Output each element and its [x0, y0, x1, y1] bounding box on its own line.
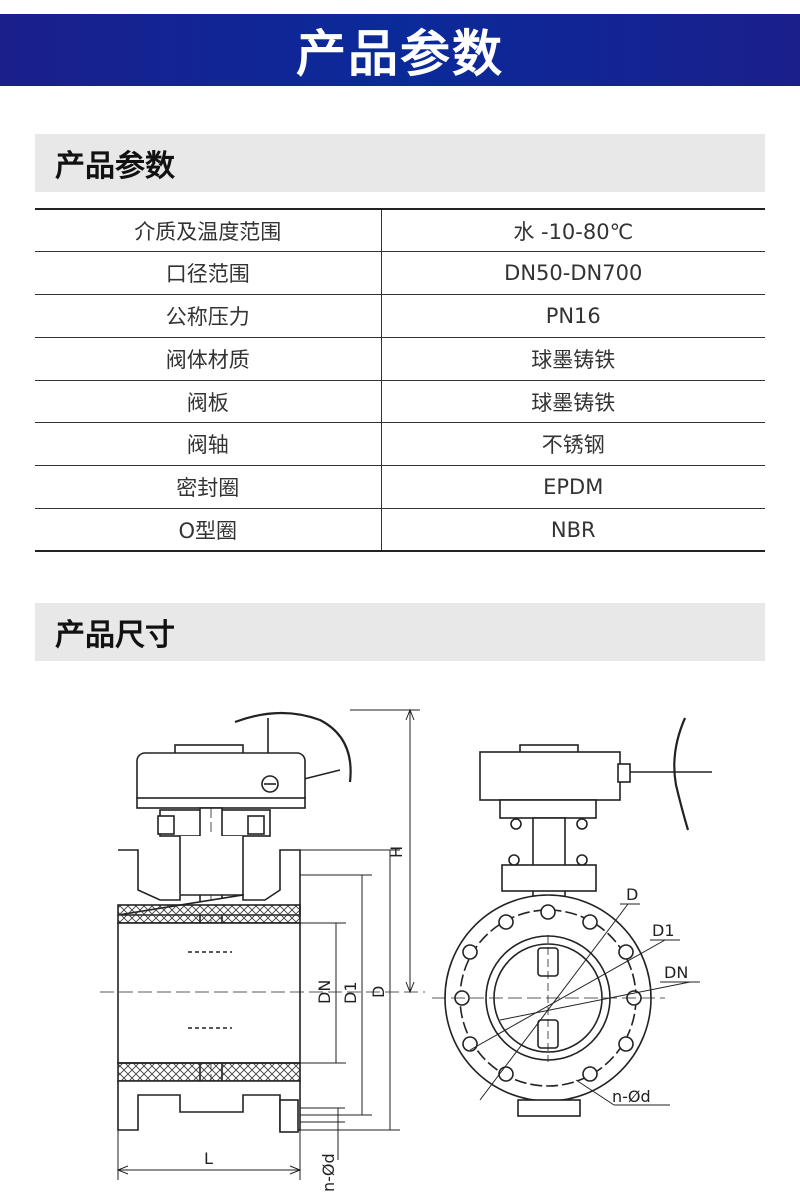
- label-D: D: [369, 986, 388, 998]
- section-title-dimensions: 产品尺寸: [55, 618, 175, 653]
- side-dimension-text: H D D1 DN L n-Ød: [204, 846, 406, 1192]
- spec-value: EPDM: [381, 465, 765, 510]
- spec-value: 球墨铸铁: [381, 337, 765, 381]
- spec-value: DN50-DN700: [381, 251, 765, 296]
- label-front-D: D: [626, 885, 638, 904]
- spec-key: 阀板: [35, 380, 382, 424]
- banner-title: 产品参数: [296, 25, 504, 83]
- spec-value: NBR: [550, 517, 596, 542]
- spec-value: 球墨铸铁: [381, 380, 765, 424]
- table-row: 口径范围 DN50-DN700: [35, 251, 765, 296]
- spec-key: 密封圈: [35, 465, 382, 510]
- spec-key: 介质及温度范围: [35, 209, 382, 253]
- spec-key: O型圈: [35, 508, 382, 552]
- label-H: H: [387, 846, 406, 858]
- section-title-params: 产品参数: [55, 149, 175, 184]
- spec-value: 水 -10-80℃: [381, 209, 765, 253]
- table-row: O型圈 NBR: [35, 508, 765, 552]
- spec-key: 公称压力: [35, 294, 382, 338]
- section-header-params: 产品参数: [35, 134, 765, 192]
- table-row: 密封圈 EPDM: [35, 465, 765, 510]
- label-front-DN: DN: [664, 963, 688, 982]
- spec-table: 介质及温度范围 水 -10-80℃ 口径范围 DN50-DN700 公称压力 P…: [35, 208, 765, 553]
- spec-value: PN16: [381, 294, 765, 338]
- section-header-dimensions: 产品尺寸: [35, 603, 765, 661]
- table-row: 介质及温度范围 水 -10-80℃: [35, 209, 765, 253]
- spec-value: 不锈钢: [381, 422, 765, 467]
- title-banner: 产品参数: [0, 14, 800, 86]
- valve-drawing-svg: H D D1 DN L n-Ød: [100, 708, 712, 1192]
- label-front-nd: n-Ød: [612, 1087, 651, 1106]
- front-dimension-text: D D1 DN n-Ød: [612, 885, 688, 1106]
- front-dimension-lines: [469, 903, 700, 1106]
- label-DN: DN: [315, 980, 334, 1004]
- table-row: 公称压力 PN16: [35, 294, 765, 338]
- label-front-D1: D1: [652, 921, 675, 940]
- label-D1: D1: [341, 982, 360, 1005]
- side-view: [100, 711, 425, 1133]
- table-row: 阀板 球墨铸铁: [35, 380, 765, 424]
- label-L: L: [204, 1149, 213, 1168]
- spec-key: 阀轴: [35, 422, 382, 467]
- side-dimension-lines: [116, 708, 420, 1180]
- dimension-drawing: H D D1 DN L n-Ød: [0, 690, 800, 1195]
- table-row: 阀轴 不锈钢: [35, 422, 765, 467]
- front-view: [432, 717, 712, 1117]
- table-row: 阀体材质 球墨铸铁: [35, 337, 765, 381]
- label-nd-side: n-Ød: [319, 1153, 338, 1192]
- spec-key: 口径范围: [35, 251, 382, 296]
- spec-key: 阀体材质: [35, 337, 382, 381]
